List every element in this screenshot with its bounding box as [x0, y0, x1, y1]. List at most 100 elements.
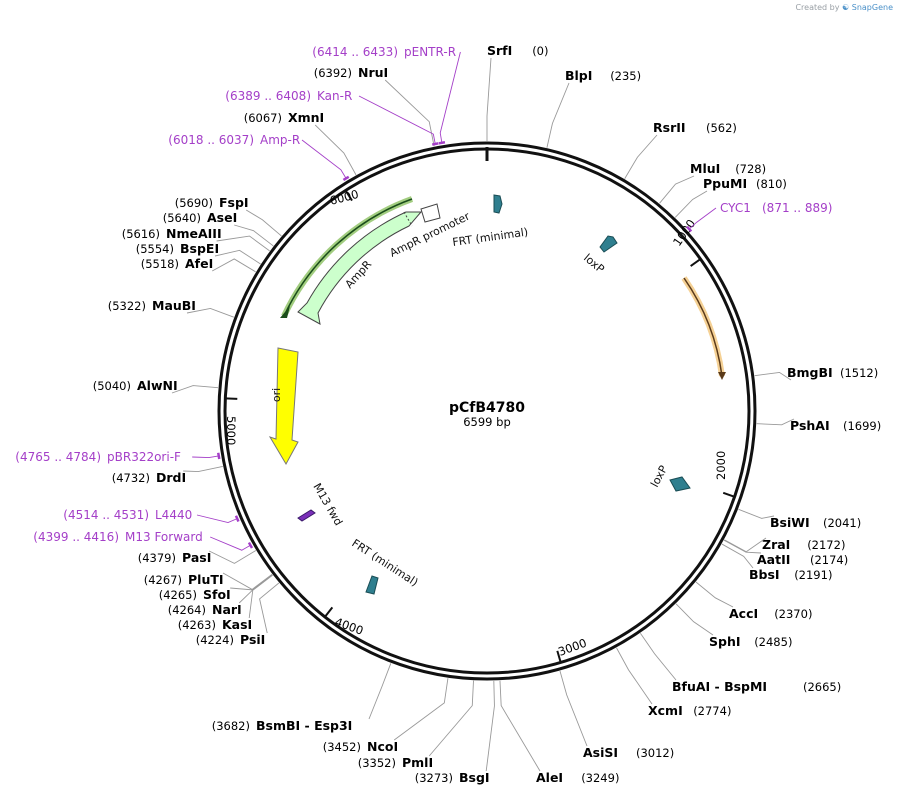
- enzyme-name[interactable]: AseI: [207, 210, 237, 225]
- primer-label[interactable]: Amp-R: [260, 133, 300, 147]
- enzyme-position: (2174): [810, 553, 848, 567]
- enzyme-position: (5322): [108, 299, 146, 313]
- enzyme-position: (1512): [840, 366, 878, 380]
- enzyme-name[interactable]: PpuMI: [703, 176, 747, 191]
- enzyme-position: (5554): [136, 242, 174, 256]
- enzyme-position: (2665): [803, 680, 841, 694]
- enzyme-name[interactable]: ZraI: [762, 537, 790, 552]
- amp-r-arrowhead: [280, 306, 290, 318]
- enzyme-name[interactable]: PmlI: [402, 755, 433, 770]
- ori-feature: [268, 347, 299, 466]
- watermark-prefix: Created by: [795, 3, 840, 12]
- primer-range: (6414 .. 6433): [312, 45, 398, 59]
- enzyme-name[interactable]: AatII: [757, 552, 790, 567]
- enzyme-name[interactable]: AleI: [536, 770, 563, 785]
- enzyme-position: (2191): [794, 568, 832, 582]
- primer-label[interactable]: M13 Forward: [125, 530, 203, 544]
- enzyme-name[interactable]: NarI: [212, 602, 242, 617]
- enzyme-leader-line: [738, 508, 775, 519]
- enzyme-position: (4379): [138, 551, 176, 565]
- primer-range: (4765 .. 4784): [15, 450, 101, 464]
- enzyme-name[interactable]: SrfI: [487, 43, 512, 58]
- enzyme-name[interactable]: BsmBI - Esp3I: [256, 718, 352, 733]
- enzyme-name[interactable]: AccI: [729, 606, 758, 621]
- enzyme-name[interactable]: NmeAIII: [166, 226, 222, 241]
- enzyme-name[interactable]: AlwNI: [137, 378, 178, 393]
- enzyme-position: (235): [610, 69, 641, 83]
- enzyme-leader-line: [209, 550, 257, 564]
- enzyme-name[interactable]: PasI: [182, 550, 211, 565]
- enzyme-name[interactable]: KasI: [222, 617, 252, 632]
- enzyme-name[interactable]: XcmI: [648, 703, 683, 718]
- enzyme-leader-line: [183, 466, 223, 473]
- enzyme-leader-line: [393, 678, 449, 741]
- enzyme-leader-line: [640, 632, 677, 681]
- enzyme-name[interactable]: BfuAI - BspMI: [672, 679, 767, 694]
- enzyme-name[interactable]: AfeI: [185, 256, 213, 271]
- tick-mark: [722, 491, 735, 498]
- primer-site-mark: [342, 175, 350, 182]
- enzyme-name[interactable]: SphI: [709, 634, 741, 649]
- enzyme-position: (5040): [93, 379, 131, 393]
- feature-label-m13-fwd: M13 fwd: [310, 481, 345, 528]
- primer-label[interactable]: Kan-R: [317, 89, 352, 103]
- primer-label[interactable]: CYC1: [720, 201, 751, 215]
- enzyme-position: (5690): [175, 196, 213, 210]
- tick-label: 2000: [714, 451, 728, 480]
- enzyme-name[interactable]: RsrII: [653, 120, 686, 135]
- enzyme-name[interactable]: BbsI: [749, 567, 780, 582]
- primer-label[interactable]: pBR322ori-F: [107, 450, 181, 464]
- enzyme-position: (3012): [636, 746, 674, 760]
- tick-mark: [324, 606, 334, 618]
- enzyme-name[interactable]: BspEI: [180, 241, 219, 256]
- primer-label[interactable]: pENTR-R: [404, 45, 456, 59]
- tick-mark: [225, 397, 238, 400]
- enzyme-leader-line: [234, 224, 274, 247]
- enzyme-name[interactable]: AsiSI: [583, 745, 618, 760]
- enzyme-leader-line: [546, 82, 570, 148]
- enzyme-name[interactable]: PsiI: [240, 632, 265, 647]
- enzyme-position: (4267): [144, 573, 182, 587]
- enzyme-name[interactable]: MluI: [690, 161, 720, 176]
- primer-leader-line: [358, 95, 436, 145]
- enzyme-position: (4224): [196, 633, 234, 647]
- enzyme-leader-line: [230, 574, 273, 591]
- enzyme-name[interactable]: XmnI: [288, 110, 324, 125]
- enzyme-name[interactable]: DrdI: [156, 470, 186, 485]
- feature-label-frt-top: FRT (minimal): [452, 225, 529, 248]
- enzyme-name[interactable]: PshAI: [790, 418, 830, 433]
- enzyme-leader-line: [214, 249, 261, 265]
- primer-label[interactable]: L4440: [155, 508, 192, 522]
- frt-bottom-feature: [365, 575, 379, 595]
- cyc1-feature: [683, 277, 723, 377]
- enzyme-name[interactable]: FspI: [219, 195, 249, 210]
- enzyme-name[interactable]: NcoI: [367, 739, 398, 754]
- enzyme-name[interactable]: NruI: [358, 65, 388, 80]
- enzyme-name[interactable]: BlpI: [565, 68, 592, 83]
- enzyme-name[interactable]: BmgBI: [787, 365, 833, 380]
- primer-range: (871 .. 889): [762, 201, 832, 215]
- enzyme-name[interactable]: BsiWI: [770, 515, 810, 530]
- amp-r-primer-line: [283, 198, 413, 317]
- primer-site-mark: [686, 225, 693, 233]
- enzyme-leader-line: [314, 124, 357, 176]
- enzyme-name[interactable]: BsgI: [459, 770, 490, 785]
- enzyme-leader-line: [499, 680, 541, 772]
- enzyme-position: (2172): [807, 538, 845, 552]
- enzyme-position: (5616): [122, 227, 160, 241]
- enzyme-position: (5640): [163, 211, 201, 225]
- enzyme-position: (562): [706, 121, 737, 135]
- enzyme-name[interactable]: PluTI: [188, 572, 224, 587]
- ampr-promoter-feature: [420, 203, 441, 223]
- enzyme-leader-line: [721, 543, 754, 569]
- enzyme-position: (1699): [843, 419, 881, 433]
- enzyme-position: (2774): [693, 704, 731, 718]
- tick-mark: [344, 189, 353, 202]
- enzyme-leader-line: [559, 670, 588, 747]
- enzyme-leader-line: [248, 574, 273, 619]
- enzyme-name[interactable]: MauBI: [152, 298, 196, 313]
- enzyme-name[interactable]: SfoI: [203, 587, 231, 602]
- enzyme-leader-line: [186, 308, 234, 318]
- enzyme-leader-line: [216, 235, 270, 252]
